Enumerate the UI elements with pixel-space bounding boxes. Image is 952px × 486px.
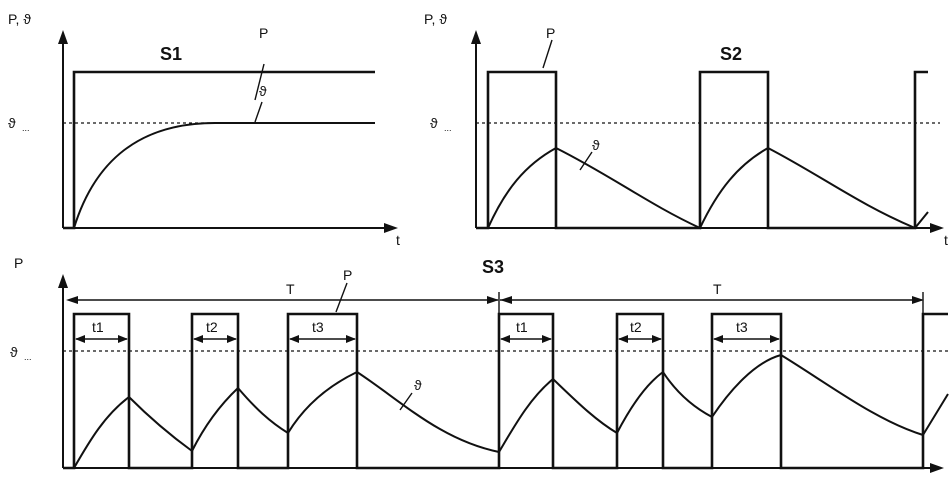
s1-y-axis-arrow: [58, 30, 68, 44]
s3-y-axis-arrow: [58, 274, 68, 288]
s1-x-axis-label: t: [396, 232, 400, 248]
s3-t3-b-arrow-l: [713, 335, 723, 343]
s1-panel: P, ϑ t S1 P ϑ ϑ ...: [8, 11, 400, 248]
s3-power-curve: [63, 312, 948, 470]
s2-power-curve: [476, 70, 928, 230]
s2-limit-label: ϑ: [430, 115, 438, 131]
s3-temp-label: ϑ: [414, 377, 422, 393]
s1-temperature-curve: [73, 122, 375, 229]
s3-t3-b-label: t3: [736, 319, 748, 335]
s3-period-2-arrow-right: [912, 296, 924, 304]
s2-x-axis-label: t: [944, 232, 948, 248]
s2-temperature-curve: [487, 146, 929, 230]
s3-x-axis-arrow: [930, 463, 944, 473]
s3-panel: P S3 P ϑ ϑ ... T T t1 t2 t3 t1 t2 t3: [10, 255, 949, 473]
s2-limit-subscript: ...: [444, 123, 452, 133]
s3-t1-a-label: t1: [92, 319, 104, 335]
s3-t3-a-label: t3: [312, 319, 324, 335]
s3-period-2-label: T: [713, 281, 722, 297]
s3-limit-subscript: ...: [24, 352, 32, 362]
s1-power-label: P: [259, 25, 268, 41]
s3-t1-a-arrow-r: [118, 335, 128, 343]
s3-t1-b-arrow-l: [500, 335, 510, 343]
s3-t1-a-arrow-l: [75, 335, 85, 343]
s3-temperature-curve: [73, 353, 949, 469]
s3-power-label: P: [343, 267, 352, 283]
s1-title: S1: [160, 44, 182, 64]
s3-t2-b-arrow-l: [618, 335, 628, 343]
s3-period-1-label: T: [286, 281, 295, 297]
s1-limit-label: ϑ: [8, 115, 16, 131]
s2-temp-label: ϑ: [592, 137, 600, 153]
s3-t3-b-arrow-r: [770, 335, 780, 343]
s2-power-label: P: [546, 25, 555, 41]
s3-title: S3: [482, 257, 504, 277]
s3-period-1-arrow-right: [487, 296, 499, 304]
s1-x-axis-arrow: [384, 223, 398, 233]
s2-power-leader: [542, 39, 553, 69]
s2-x-axis-arrow: [930, 223, 944, 233]
s3-t2-a-arrow-r: [227, 335, 237, 343]
s3-t2-a-label: t2: [206, 319, 218, 335]
s1-power-leader: [254, 63, 265, 101]
s3-t2-b-label: t2: [630, 319, 642, 335]
s3-period-2-arrow-left: [500, 296, 512, 304]
s2-title: S2: [720, 44, 742, 64]
s3-t3-a-arrow-l: [289, 335, 299, 343]
s3-y-axis-label: P: [14, 255, 23, 271]
s3-t3-a-arrow-r: [346, 335, 356, 343]
s1-y-axis-label: P, ϑ: [8, 11, 31, 27]
s2-y-axis-arrow: [471, 30, 481, 44]
s3-t1-b-label: t1: [516, 319, 528, 335]
s1-power-curve: [63, 70, 375, 230]
s3-power-leader: [335, 282, 348, 313]
s3-period-1-arrow-left: [66, 296, 78, 304]
s2-y-axis-label: P, ϑ: [424, 11, 447, 27]
s2-temp-leader: [579, 151, 593, 171]
s3-t2-b-arrow-r: [652, 335, 662, 343]
s2-panel: P, ϑ t S2 P ϑ ϑ ...: [424, 11, 948, 248]
s3-temp-leader: [399, 392, 413, 411]
s3-t2-a-arrow-l: [193, 335, 203, 343]
s1-temp-label: ϑ: [259, 83, 267, 99]
s1-limit-subscript: ...: [22, 123, 30, 133]
s3-t1-b-arrow-r: [542, 335, 552, 343]
s3-limit-label: ϑ: [10, 344, 18, 360]
s1-temp-leader: [254, 101, 263, 123]
